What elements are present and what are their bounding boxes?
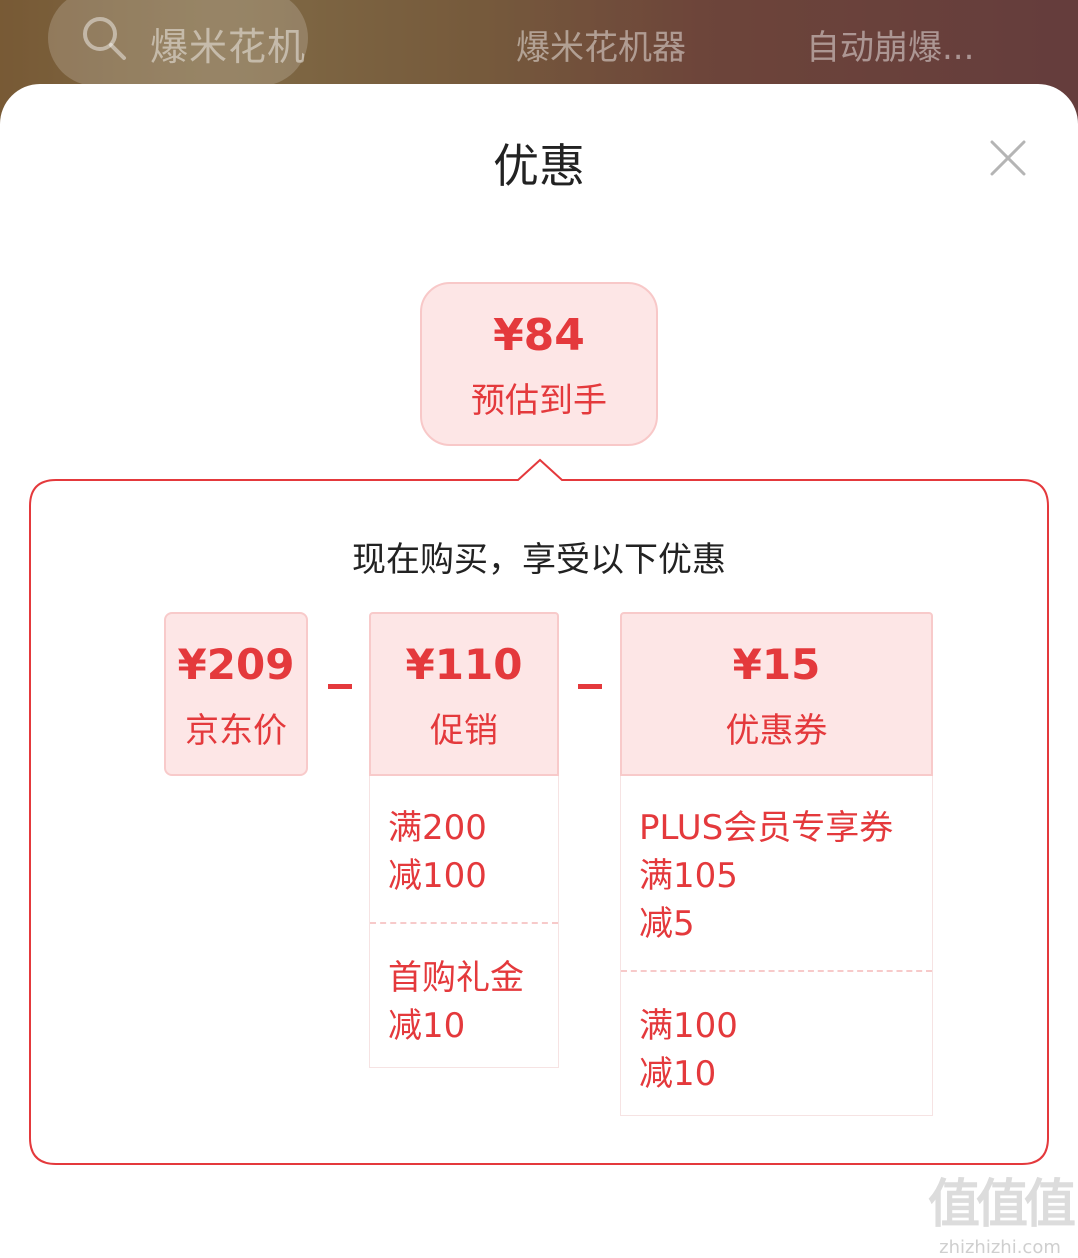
background-header: 爆米花机 爆米花机器 自动崩爆... [0,0,1078,140]
jd-price-card: ¥209 京东价 [164,612,308,776]
watermark: 值值值 zhizhizhi.com [926,1162,1076,1258]
coupon-item-discount: 减5 [639,904,695,944]
promotion-label: 促销 [430,711,498,751]
promotion-item-condition: 满200 [388,808,487,848]
coupon-label: 优惠券 [725,711,828,751]
search-suggestion[interactable]: 自动崩爆... [806,28,975,68]
estimated-price-card: ¥84 预估到手 [420,282,658,446]
search-suggestion[interactable]: 爆米花机器 [516,28,686,68]
estimated-price-label: 预估到手 [471,381,607,421]
estimated-price: ¥84 [493,310,585,361]
promotion-item: 首购礼金 减10 [370,922,558,1068]
promotion-item-condition: 首购礼金 [388,958,524,998]
jd-price-amount: ¥209 [177,640,295,689]
coupon-item: 满100 减10 [621,970,932,1116]
watermark-logo: 值值值 [927,1175,1076,1235]
promotion-item: 满200 减100 [370,776,558,922]
breakdown-subtitle: 现在购买，享受以下优惠 [352,540,726,580]
promotion-item-discount: 减100 [388,856,487,896]
close-icon[interactable] [988,138,1028,178]
coupon-item-condition: 满100 [639,1006,738,1046]
coupon-item-condition: 满105 [639,856,738,896]
promotion-amount: ¥110 [405,640,523,689]
search-icon [83,17,126,60]
search-query[interactable]: 爆米花机 [150,25,307,69]
jd-price-label: 京东价 [185,711,287,751]
promotion-details: 满200 减100 首购礼金 减10 [369,776,559,1068]
coupon-item: PLUS会员专享券 满105 减5 [621,776,932,970]
coupon-amount: ¥15 [732,640,821,689]
minus-sign [578,684,602,689]
minus-sign [328,684,352,689]
watermark-url: zhizhizhi.com [939,1237,1061,1258]
promotion-item-discount: 减10 [388,1006,466,1046]
search-bar[interactable] [48,0,308,86]
sheet-title: 优惠 [493,139,585,193]
coupon-item-name: PLUS会员专享券 [639,808,894,848]
coupon-details: PLUS会员专享券 满105 减5 满100 减10 [620,776,933,1116]
coupon-card: ¥15 优惠券 [620,612,933,776]
promotion-card: ¥110 促销 [369,612,559,776]
coupon-item-discount: 减10 [639,1054,717,1094]
